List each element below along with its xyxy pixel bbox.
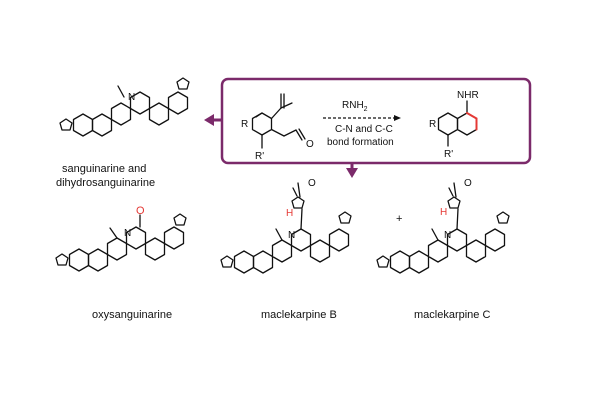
- oxysanguinarine-structure: [55, 213, 187, 272]
- reaction-box: [220, 77, 532, 165]
- maclekarpine-b-h: H: [286, 208, 293, 219]
- condition-line2: bond formation: [327, 137, 394, 148]
- starting-material: [251, 93, 306, 149]
- r-prime-product-label: R': [444, 149, 453, 160]
- oxysanguinarine-n: N: [124, 228, 131, 239]
- oxysanguinarine-o: O: [136, 205, 145, 217]
- down-arrow: [346, 163, 358, 178]
- nhr-label: NHR: [457, 90, 479, 101]
- maclekarpine-c-structure: [376, 182, 510, 274]
- dashed-reaction-arrow: [323, 115, 401, 121]
- sanguinarine-n: N: [128, 92, 135, 103]
- o-label: O: [306, 139, 314, 150]
- product: [437, 100, 478, 147]
- maclekarpine-c-h: H: [440, 207, 447, 218]
- maclekarpine-c-o: O: [464, 178, 472, 189]
- maclekarpine-c-caption: maclekarpine C: [414, 309, 490, 321]
- reagent: RNH2: [342, 100, 368, 113]
- maclekarpine-b-o: O: [308, 178, 316, 189]
- sanguinarine-caption-2: dihydrosanguinarine: [56, 177, 155, 189]
- maclekarpine-b-structure: [220, 182, 352, 274]
- r-prime-label: R': [255, 151, 264, 162]
- r-product-label: R: [429, 119, 436, 130]
- new-bond-1: [466, 112, 478, 120]
- maclekarpine-b-n: N: [288, 230, 295, 241]
- sanguinarine-structure: [59, 77, 190, 137]
- r-label: R: [241, 119, 248, 130]
- plus-sign: +: [396, 213, 402, 225]
- sanguinarine-caption-1: sanguinarine and: [62, 163, 146, 175]
- left-arrow: [204, 114, 222, 126]
- maclekarpine-c-n: N: [444, 230, 451, 241]
- maclekarpine-b-caption: maclekarpine B: [261, 309, 337, 321]
- oxysanguinarine-caption: oxysanguinarine: [92, 309, 172, 321]
- condition-line1: C-N and C-C: [335, 124, 393, 135]
